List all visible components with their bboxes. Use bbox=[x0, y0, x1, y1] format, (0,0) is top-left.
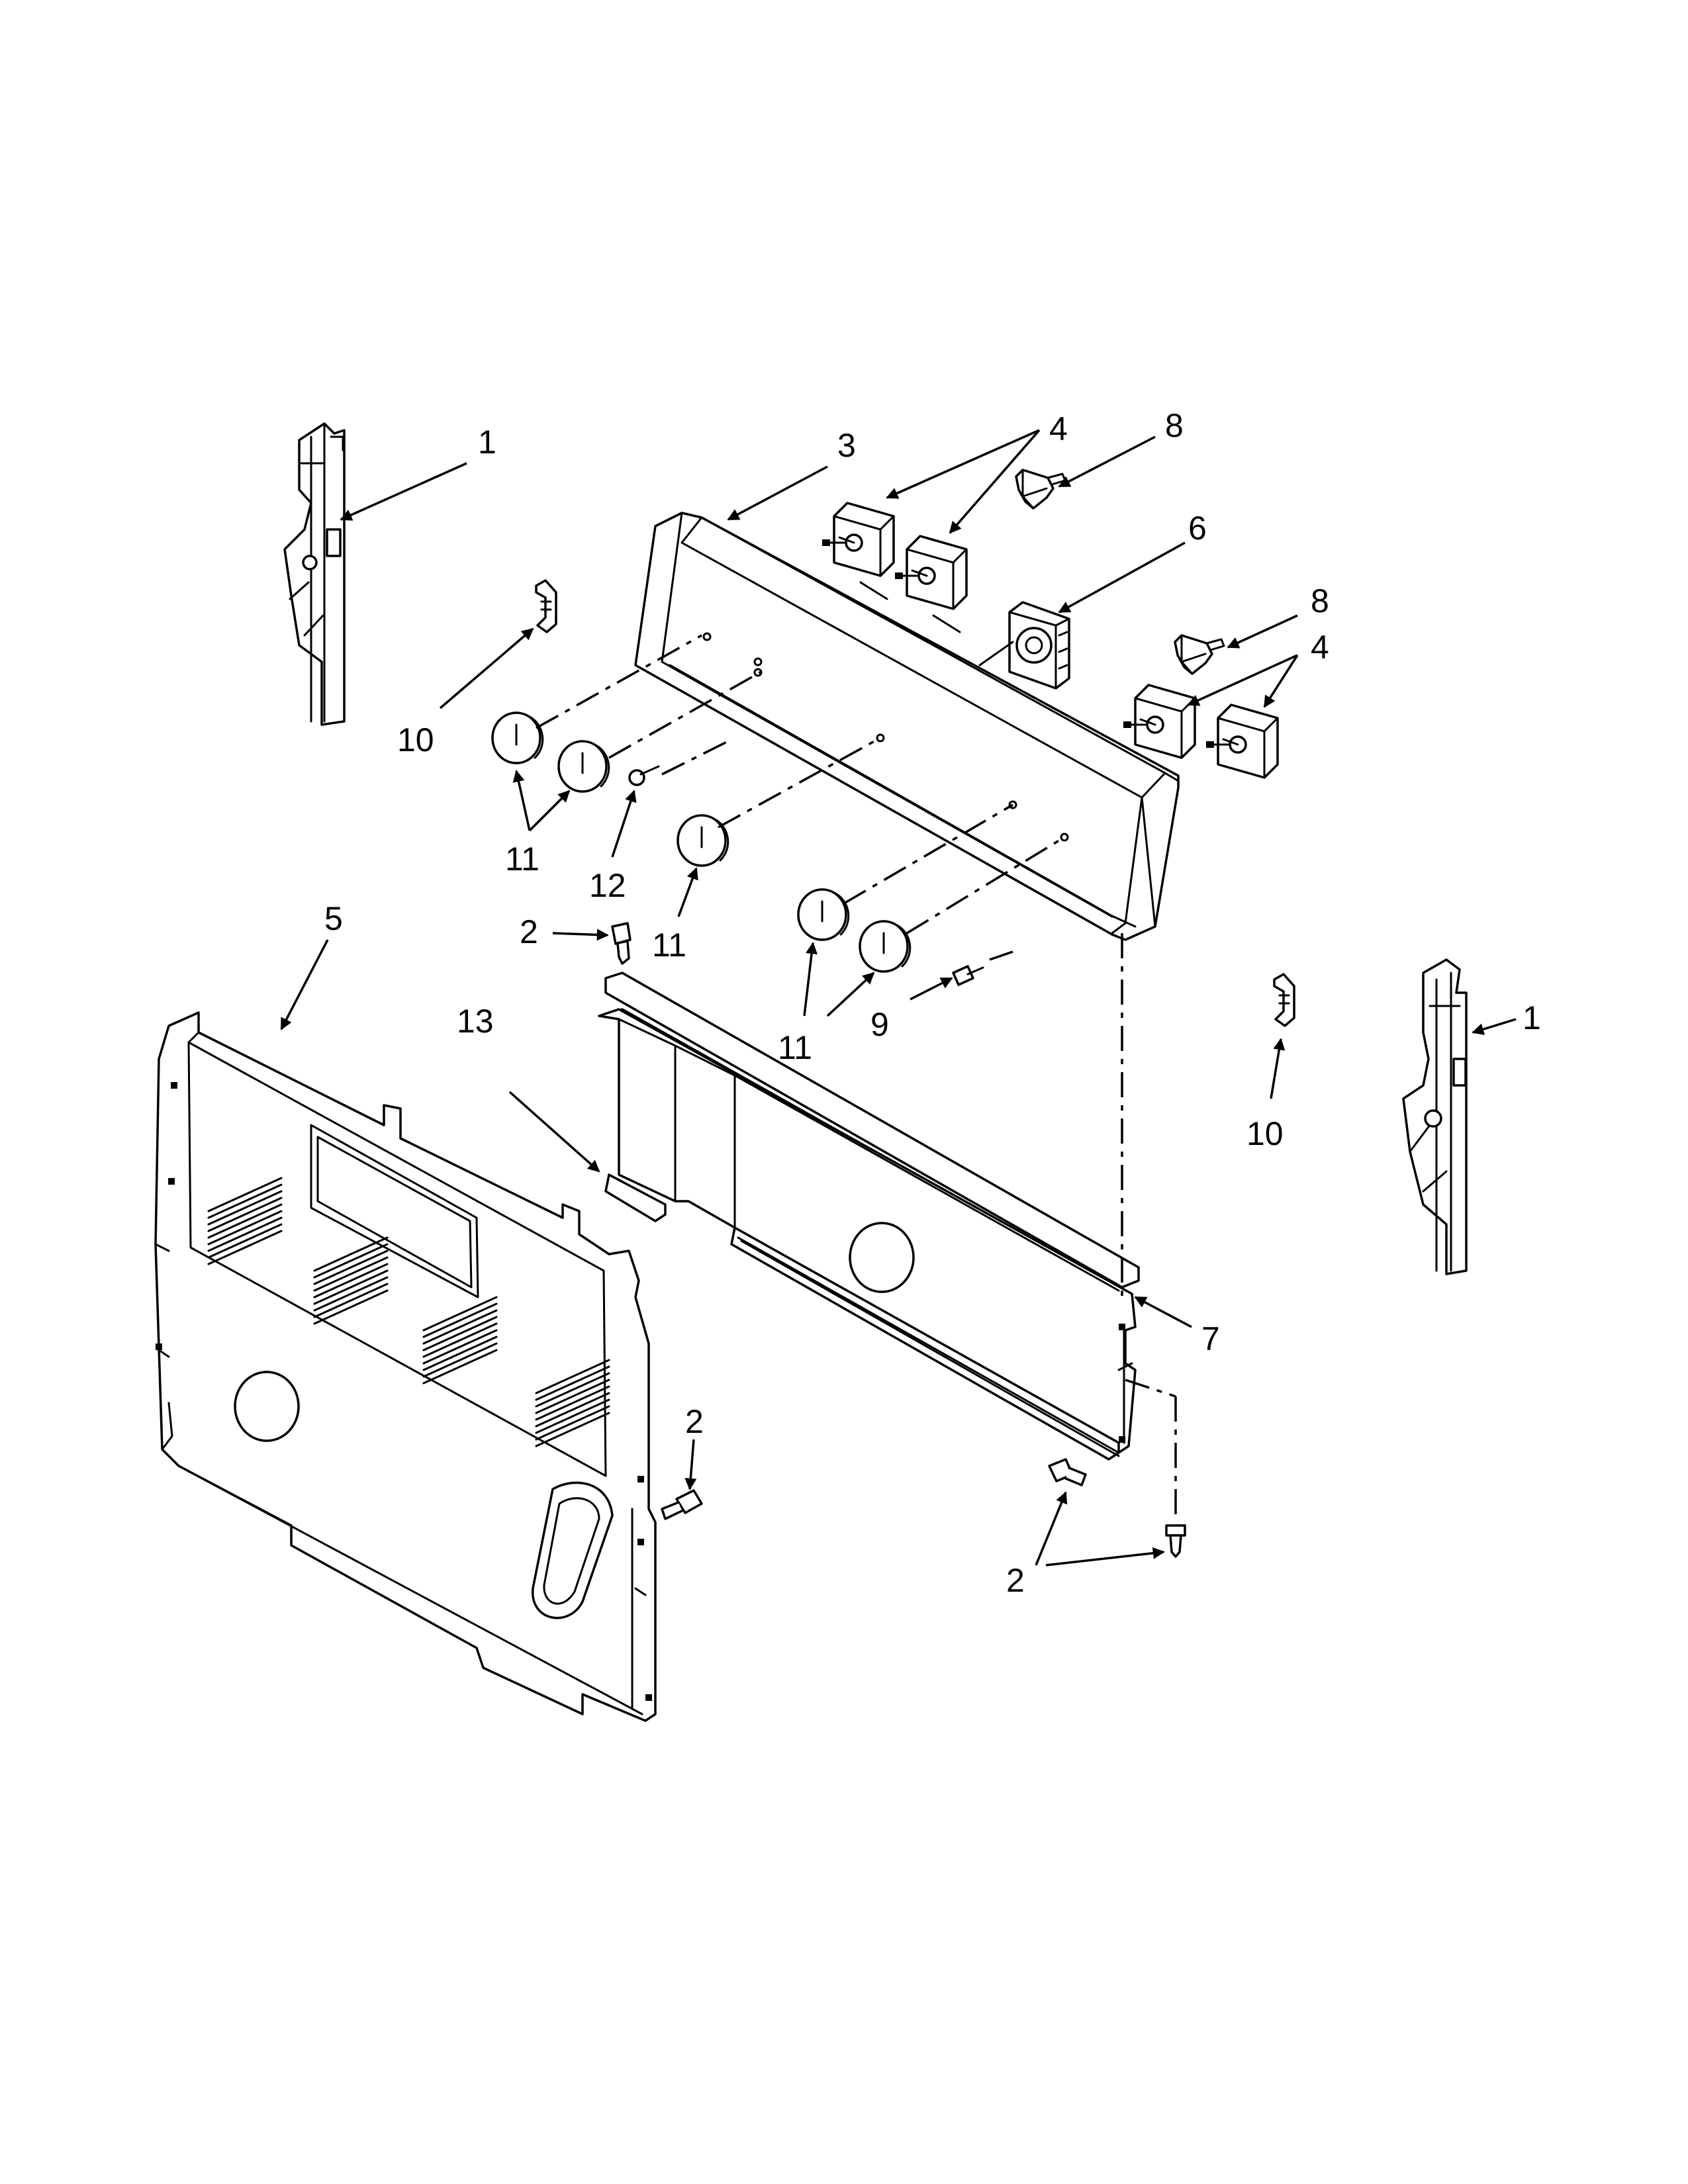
knob-5 bbox=[859, 920, 912, 973]
knob-4 bbox=[797, 888, 850, 941]
callout-2-bottom: 2 bbox=[1006, 1562, 1025, 1599]
callout-5: 5 bbox=[324, 900, 343, 937]
screw-2-right bbox=[1165, 1524, 1186, 1558]
knob-3 bbox=[677, 814, 729, 867]
callout-labels: 1 3 4 8 6 8 4 10 11 12 11 5 2 11 9 13 1 … bbox=[324, 407, 1541, 1599]
screw-2-left bbox=[661, 1489, 703, 1520]
clip-right bbox=[1273, 973, 1295, 1027]
oven-control-module bbox=[978, 601, 1070, 690]
screw-12 bbox=[628, 765, 660, 786]
leader-lines bbox=[280, 429, 1517, 1567]
callout-2-top: 2 bbox=[520, 913, 538, 950]
knob-1 bbox=[491, 711, 544, 764]
callout-2-left: 2 bbox=[685, 1403, 704, 1440]
left-end-bracket bbox=[283, 422, 346, 726]
infinite-switch-3 bbox=[1122, 684, 1196, 759]
infinite-switch-1 bbox=[821, 502, 895, 577]
callout-12: 12 bbox=[589, 867, 626, 904]
callout-1-right: 1 bbox=[1523, 999, 1541, 1036]
control-panel bbox=[634, 512, 1180, 941]
callout-10-right: 10 bbox=[1246, 1115, 1284, 1152]
callout-8-right: 8 bbox=[1311, 582, 1329, 619]
callout-10-left: 10 bbox=[397, 721, 434, 758]
alignment-lines bbox=[536, 634, 1177, 1519]
callout-11-right: 11 bbox=[778, 1029, 812, 1066]
callout-11-left: 11 bbox=[505, 841, 539, 878]
callout-4-top: 4 bbox=[1049, 410, 1068, 447]
rear-shield bbox=[598, 1008, 1137, 1461]
right-end-bracket bbox=[1402, 958, 1468, 1275]
infinite-switch-2 bbox=[894, 535, 968, 610]
callout-1-left: 1 bbox=[478, 424, 496, 461]
callout-13: 13 bbox=[457, 1003, 494, 1040]
callout-4-right: 4 bbox=[1311, 629, 1329, 666]
callout-11-center: 11 bbox=[652, 927, 686, 964]
callout-8-top: 8 bbox=[1165, 407, 1184, 444]
callout-3: 3 bbox=[837, 427, 856, 464]
screw-9 bbox=[952, 965, 984, 986]
callout-6: 6 bbox=[1188, 510, 1207, 547]
indicator-switch-1 bbox=[1015, 469, 1066, 510]
callout-7: 7 bbox=[1201, 1320, 1220, 1357]
callout-9: 9 bbox=[870, 1006, 889, 1043]
screw-2-mid bbox=[1048, 1458, 1087, 1486]
infinite-switch-4 bbox=[1205, 704, 1279, 779]
indicator-switch-2 bbox=[1174, 634, 1225, 675]
clip-left bbox=[535, 579, 557, 633]
lower-panel bbox=[154, 1011, 657, 1722]
screw-2-top bbox=[611, 922, 632, 965]
knob-2 bbox=[557, 740, 610, 793]
